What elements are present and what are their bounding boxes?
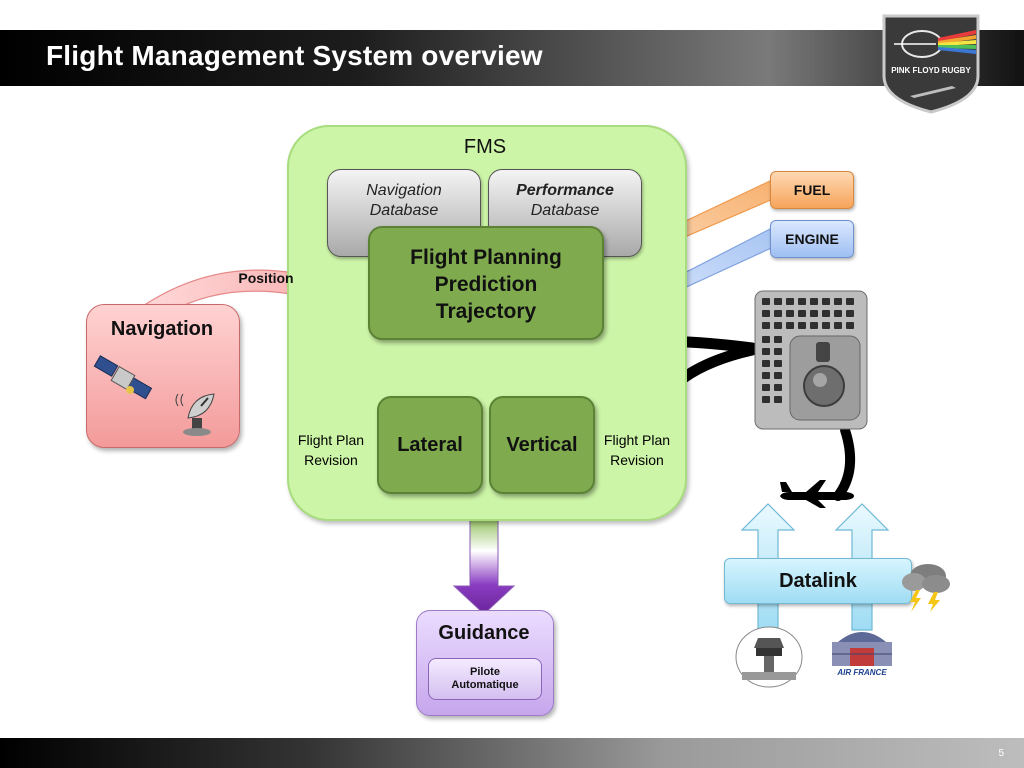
slide-title: Flight Management System overview xyxy=(46,40,543,71)
keyboard-trackball-icon xyxy=(754,290,868,430)
navigation-database-line1: Navigation xyxy=(366,182,442,199)
navigation-label: Navigation xyxy=(110,318,214,340)
storm-cloud-icon xyxy=(902,564,950,612)
flight-plan-revision-right-label: Flight Plan Revision xyxy=(597,430,677,470)
navigation-database-line2: Database xyxy=(369,202,439,219)
performance-database-line2: Database xyxy=(530,202,600,219)
fpr-right-line1: Flight Plan xyxy=(603,432,671,448)
position-label: Position xyxy=(238,270,294,286)
engine-box: ENGINE xyxy=(770,220,854,258)
aircraft-icon xyxy=(780,480,854,508)
flight-planning-line3: Trajectory xyxy=(435,300,537,323)
datalink-box: Datalink xyxy=(724,558,912,604)
logo-text: PINK FLOYD RUGBY xyxy=(891,66,971,75)
radar-dish-icon xyxy=(175,393,215,436)
satellite-icon xyxy=(93,355,153,400)
fpr-left-line1: Flight Plan xyxy=(297,432,365,448)
pilote-automatique-box: Pilote Automatique xyxy=(428,658,542,700)
flight-planning-box: Flight Planning Prediction Trajectory xyxy=(368,226,604,340)
fpr-left-line2: Revision xyxy=(304,452,358,468)
guidance-down-arrow xyxy=(452,516,516,615)
guidance-label: Guidance xyxy=(438,622,530,644)
fpr-right-line2: Revision xyxy=(610,452,664,468)
airline-building-icon xyxy=(832,632,892,666)
lateral-box: Lateral xyxy=(377,396,483,494)
fms-label: FMS xyxy=(463,136,507,158)
performance-database-line1: Performance xyxy=(516,182,614,199)
vertical-box: Vertical xyxy=(489,396,595,494)
navigation-database-box: Navigation Database xyxy=(327,169,481,257)
page-number: 5 xyxy=(998,748,1004,759)
flight-planning-line2: Prediction xyxy=(434,273,538,296)
flight-planning-line1: Flight Planning xyxy=(410,246,562,269)
flight-plan-revision-left-label: Flight Plan Revision xyxy=(291,430,371,470)
black-arrow-to-aircraft xyxy=(833,425,856,501)
pilote-line2: Automatique xyxy=(451,679,519,691)
title-bar xyxy=(0,30,1024,86)
control-tower-icon xyxy=(735,626,803,688)
pink-floyd-rugby-logo xyxy=(882,14,980,114)
pilote-line1: Pilote xyxy=(470,666,500,678)
footer-bar xyxy=(0,738,1024,768)
fuel-box: FUEL xyxy=(770,171,854,209)
airline-name-text: AIR FRANCE xyxy=(837,668,887,677)
